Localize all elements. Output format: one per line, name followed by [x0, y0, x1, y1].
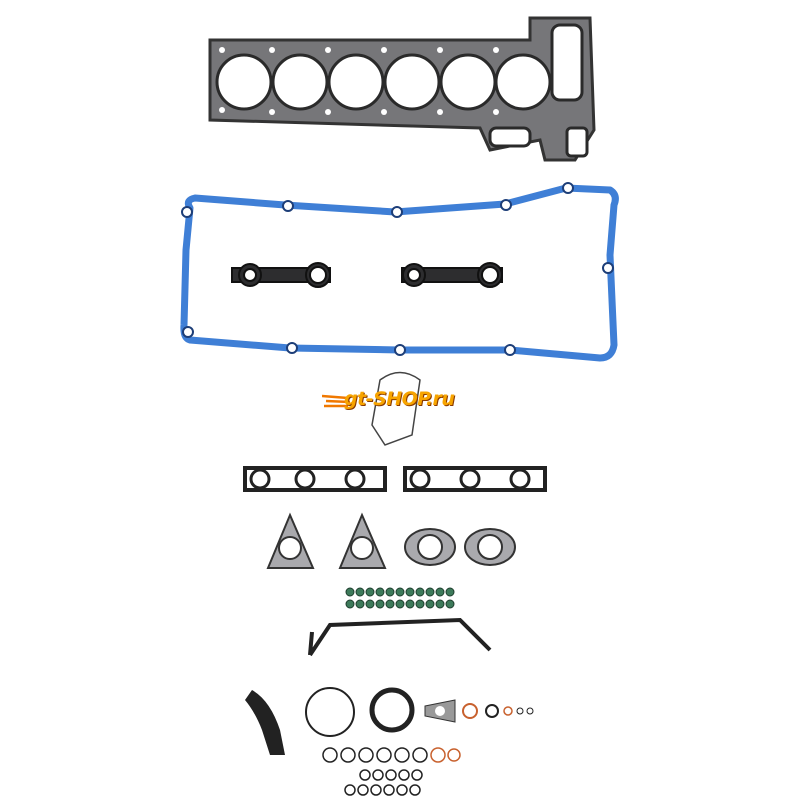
cylinder-head-gasket	[208, 16, 596, 162]
intake-manifold-gaskets	[243, 466, 547, 492]
breather-hose	[245, 690, 285, 755]
spark-plug-gaskets	[231, 262, 503, 288]
watermark-logo: gt-SHOP.ru	[322, 386, 482, 416]
misc-seals	[245, 687, 534, 796]
exhaust-gaskets	[266, 512, 516, 569]
thermostat-gasket	[371, 371, 421, 446]
speed-lines-icon	[322, 394, 351, 408]
timing-cover-gasket	[308, 617, 492, 657]
watermark-text: gt-SHOP.ru	[344, 388, 455, 410]
valve-stem-seals	[345, 587, 455, 609]
valve-cover-gasket	[180, 182, 619, 362]
